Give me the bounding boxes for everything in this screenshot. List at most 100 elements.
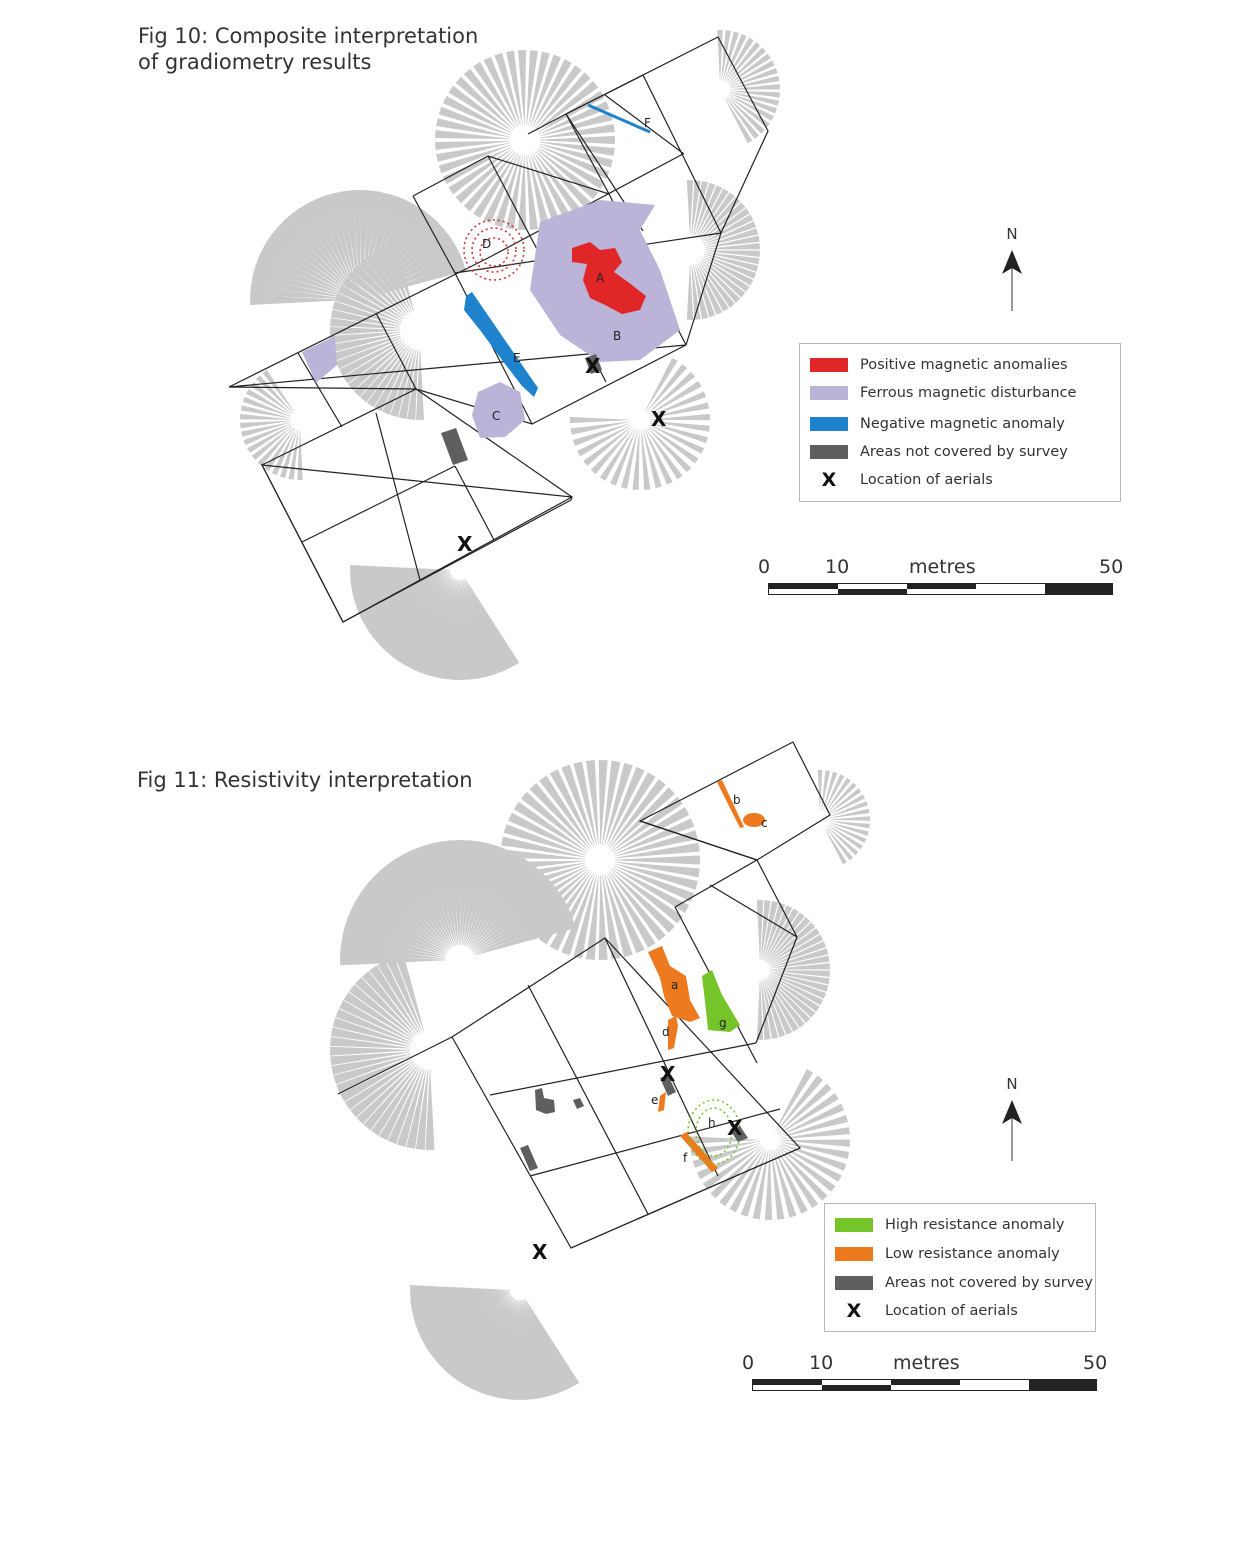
anomaly-labels: A B C D E F bbox=[482, 116, 651, 423]
areas-not-surveyed bbox=[441, 354, 602, 465]
legend-item-aerials: X Location of aerials bbox=[835, 1300, 1018, 1322]
label-b: b bbox=[733, 793, 741, 807]
north-arrow-icon bbox=[1002, 250, 1022, 311]
legend-item-not-surveyed: Areas not covered by survey bbox=[810, 442, 1068, 462]
label-h: h bbox=[708, 1116, 716, 1130]
aerial-marker-2: X bbox=[727, 1116, 743, 1140]
scale-bar: 0 10 metres 50 bbox=[758, 556, 1128, 600]
legend-label-ferrous: Ferrous magnetic disturbance bbox=[860, 385, 1077, 401]
swatch-ferrous bbox=[810, 386, 848, 400]
gap-3 bbox=[520, 1145, 538, 1171]
legend-label-not-surveyed: Areas not covered by survey bbox=[885, 1275, 1093, 1291]
figure-11-title-text: Fig 11: Resistivity interpretation bbox=[137, 768, 473, 792]
label-d: d bbox=[662, 1025, 670, 1039]
legend-item-aerials: X Location of aerials bbox=[810, 469, 993, 491]
ferrous-area-c bbox=[472, 382, 525, 438]
gap-2 bbox=[585, 354, 602, 374]
grid-lines-middle bbox=[228, 193, 687, 428]
tree-canopy-hatching bbox=[330, 760, 870, 1400]
label-f: F bbox=[644, 116, 651, 130]
ferrous-area-west bbox=[302, 336, 337, 383]
positive-anomaly-d bbox=[463, 219, 525, 281]
areas-not-surveyed bbox=[520, 1075, 748, 1171]
legend-item-negative: Negative magnetic anomaly bbox=[810, 414, 1065, 434]
label-c: c bbox=[761, 816, 768, 830]
low-resistance-a bbox=[648, 946, 700, 1022]
figure-10-title-line1: Fig 10: Composite interpretation bbox=[138, 24, 479, 48]
legend-label-negative: Negative magnetic anomaly bbox=[860, 416, 1065, 432]
negative-anomaly-f bbox=[587, 103, 651, 134]
legend-item-low: Low resistance anomaly bbox=[835, 1244, 1060, 1264]
figure-10-title: Fig 10: Composite interpretation of grad… bbox=[138, 23, 478, 75]
swatch-negative bbox=[810, 417, 848, 431]
aerial-marker-3: X bbox=[457, 532, 473, 556]
scale-bar-segments bbox=[752, 1379, 1097, 1391]
swatch-not-surveyed bbox=[835, 1276, 873, 1290]
gap-1 bbox=[535, 1088, 555, 1114]
figure-11-title: Fig 11: Resistivity interpretation bbox=[137, 767, 473, 793]
gradiometry-map: A B C D E F bbox=[228, 30, 780, 680]
north-label: N bbox=[1006, 225, 1018, 243]
gap-2 bbox=[573, 1098, 584, 1109]
legend-label-low: Low resistance anomaly bbox=[885, 1246, 1060, 1262]
label-e: E bbox=[513, 351, 521, 365]
tree-canopy-hatching bbox=[240, 30, 780, 680]
scale-label-50: 50 bbox=[1099, 556, 1124, 578]
swatch-low bbox=[835, 1247, 873, 1261]
legend-item-positive: Positive magnetic anomalies bbox=[810, 355, 1068, 375]
resistivity-legend: High resistance anomaly Low resistance a… bbox=[824, 1203, 1096, 1332]
gap-4 bbox=[660, 1075, 676, 1096]
grid-lines-north bbox=[412, 74, 722, 311]
figure-10-gradiometry: Fig 10: Composite interpretation of grad… bbox=[0, 0, 1242, 700]
gap-5 bbox=[730, 1126, 748, 1142]
north-arrow: N bbox=[997, 225, 1027, 315]
high-resistance-g bbox=[702, 970, 740, 1032]
scale-label-10: 10 bbox=[825, 556, 850, 578]
low-resistance-c bbox=[743, 813, 765, 827]
legend-label-positive: Positive magnetic anomalies bbox=[860, 357, 1068, 373]
low-resistance-b bbox=[717, 780, 744, 828]
label-d: D bbox=[482, 237, 491, 251]
aerial-symbol: X bbox=[821, 469, 837, 491]
label-e: e bbox=[651, 1093, 658, 1107]
scale-label-unit: metres bbox=[893, 1352, 960, 1374]
swatch-high bbox=[835, 1218, 873, 1232]
negative-anomaly-e bbox=[464, 292, 538, 397]
anomaly-labels: a b c d e f g h bbox=[651, 793, 768, 1165]
scale-label-10: 10 bbox=[809, 1352, 834, 1374]
resistivity-map: a b c d e f g h bbox=[330, 741, 870, 1400]
low-resistance-e bbox=[658, 1092, 666, 1112]
label-g: g bbox=[719, 1016, 727, 1030]
label-a: A bbox=[596, 271, 605, 285]
legend-label-not-surveyed: Areas not covered by survey bbox=[860, 444, 1068, 460]
legend-item-not-surveyed: Areas not covered by survey bbox=[835, 1273, 1093, 1293]
label-a: a bbox=[671, 978, 678, 992]
scale-bar: 0 10 metres 50 bbox=[742, 1352, 1112, 1396]
scale-label-0: 0 bbox=[742, 1352, 755, 1374]
label-f: f bbox=[683, 1151, 688, 1165]
grid-lines-north bbox=[639, 820, 798, 1044]
scale-label-0: 0 bbox=[758, 556, 771, 578]
legend-label-aerials: Location of aerials bbox=[860, 472, 993, 488]
gradiometry-legend: Positive magnetic anomalies Ferrous magn… bbox=[799, 343, 1121, 502]
label-c: C bbox=[492, 409, 500, 423]
figure-10-title-line2: of gradiometry results bbox=[138, 50, 372, 74]
scale-bar-segments bbox=[768, 583, 1113, 595]
positive-anomaly-a bbox=[572, 242, 646, 314]
legend-item-ferrous: Ferrous magnetic disturbance bbox=[810, 383, 1076, 403]
north-arrow-icon bbox=[1002, 1100, 1022, 1161]
grid-lines-south bbox=[261, 388, 573, 623]
gap-1 bbox=[441, 428, 468, 465]
low-resistance-d bbox=[668, 1016, 678, 1050]
aerial-marker-1: X bbox=[585, 354, 601, 378]
north-label: N bbox=[1006, 1075, 1018, 1093]
aerial-marker-2: X bbox=[651, 407, 667, 431]
aerial-marker-3: X bbox=[532, 1240, 548, 1264]
grid-extension-west bbox=[337, 1036, 453, 1095]
figure-11-resistivity: Fig 11: Resistivity interpretation bbox=[0, 720, 1242, 1440]
label-b: B bbox=[613, 329, 621, 343]
north-arrow: N bbox=[997, 1075, 1027, 1165]
scale-label-50: 50 bbox=[1083, 1352, 1108, 1374]
aerial-marker-1: X bbox=[660, 1062, 676, 1086]
legend-label-aerials: Location of aerials bbox=[885, 1303, 1018, 1319]
